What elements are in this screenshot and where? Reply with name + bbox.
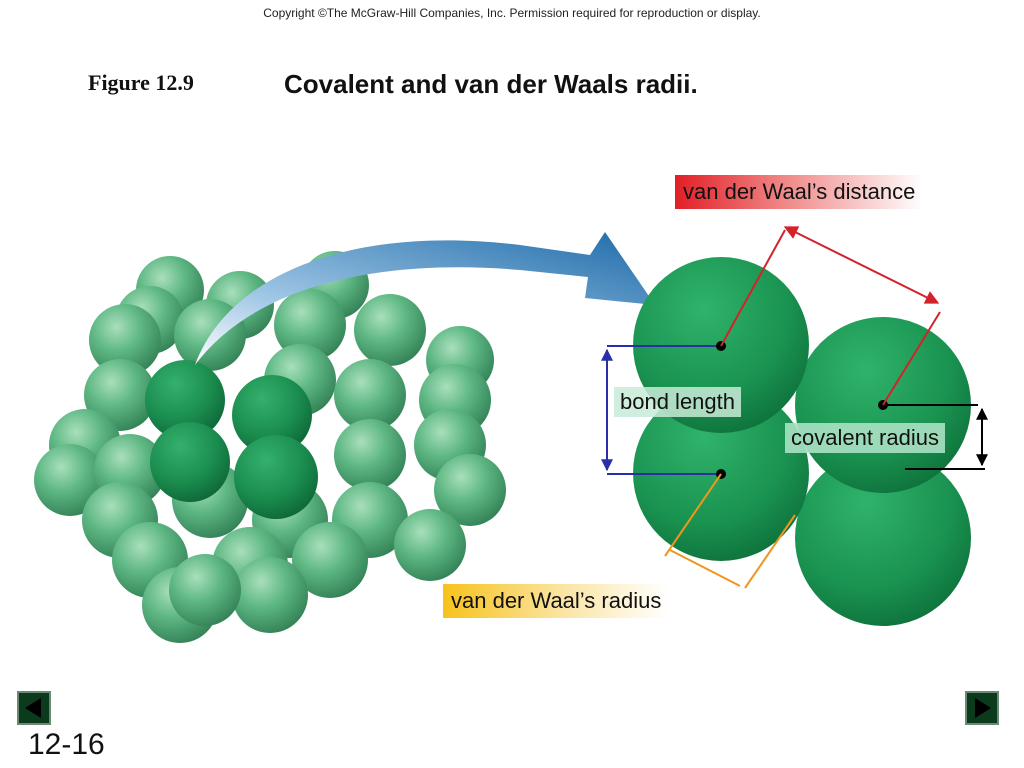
label-vdw-radius: van der Waal’s radius: [443, 584, 670, 618]
slide-number: 12-16: [28, 728, 105, 761]
label-vdw-distance: van der Waal’s distance: [675, 175, 924, 209]
zoom-arrow: [195, 232, 655, 365]
vdw-radius-marker: [664, 473, 796, 589]
figure-title: Covalent and van der Waals radii.: [284, 69, 698, 99]
label-bond-length: bond length: [614, 387, 741, 417]
vdw-distance-marker: [720, 226, 941, 406]
atom-lattice: [34, 251, 506, 643]
copyright-notice: Copyright ©The McGraw-Hill Companies, In…: [263, 6, 761, 20]
highlighted-molecules: [145, 360, 318, 519]
triangle-right-icon: [975, 698, 991, 718]
previous-slide-button[interactable]: [17, 691, 51, 725]
next-slide-button[interactable]: [965, 691, 999, 725]
label-covalent-radius: covalent radius: [785, 423, 945, 453]
figure-number: Figure 12.9: [88, 70, 194, 95]
triangle-left-icon: [25, 698, 41, 718]
